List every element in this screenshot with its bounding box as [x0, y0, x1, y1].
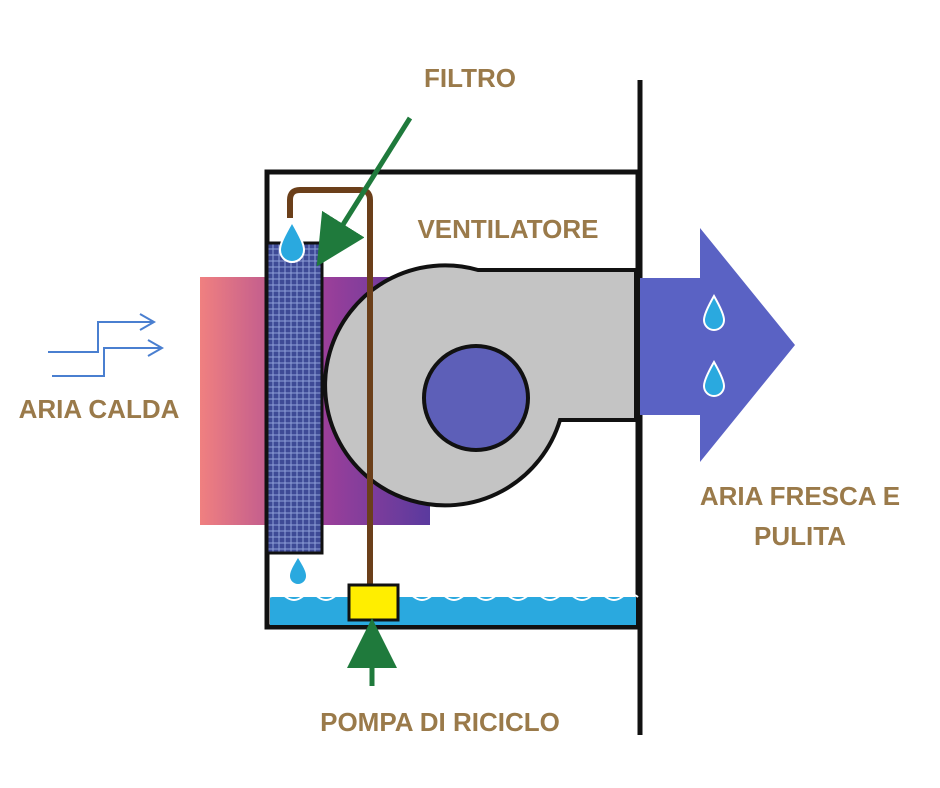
water-drop-icon — [702, 293, 726, 331]
fresh-air-arrow — [640, 228, 795, 462]
filter-pointer-arrow — [316, 116, 413, 267]
recirculation-pipe — [287, 187, 373, 585]
fresh-air-label-line1: ARIA FRESCA E — [700, 481, 900, 511]
water-surface — [269, 593, 639, 601]
fresh-air-label-line2: PULITA — [754, 521, 846, 551]
hot-air-label: ARIA CALDA — [19, 394, 180, 424]
water-drop-icon — [278, 219, 306, 263]
water-reservoir — [270, 597, 636, 625]
fan-hub — [422, 344, 530, 452]
pump-label: POMPA DI RICICLO — [320, 707, 560, 737]
inlet-air-arrows-icon — [48, 313, 165, 377]
water-drop-icon — [702, 359, 726, 397]
filter-pad — [265, 241, 324, 555]
fan-label: VENTILATORE — [417, 214, 598, 244]
water-drip-icon — [290, 558, 306, 584]
filter-label: FILTRO — [424, 63, 516, 93]
recirculation-pump — [347, 583, 400, 622]
